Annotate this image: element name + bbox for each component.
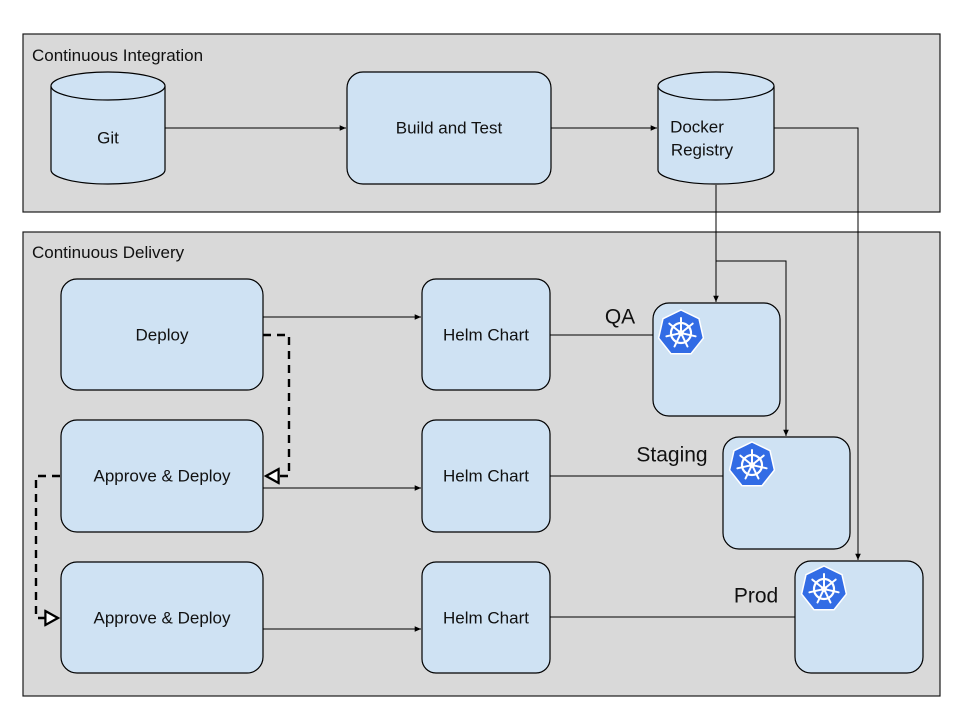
approve-deploy-label-1: Approve & Deploy bbox=[93, 466, 231, 485]
qa-label: QA bbox=[605, 306, 635, 329]
helm-chart-node-2[interactable]: Helm Chart bbox=[421, 419, 551, 533]
helm-chart-node-1[interactable]: Helm Chart bbox=[421, 278, 551, 391]
build-and-test-label: Build and Test bbox=[396, 118, 503, 137]
helm-chart-node-3[interactable]: Helm Chart bbox=[421, 561, 551, 674]
helm-chart-label-2: Helm Chart bbox=[443, 466, 529, 485]
approve-deploy-label-2: Approve & Deploy bbox=[93, 608, 231, 627]
staging-label: Staging bbox=[636, 444, 707, 467]
prod-label: Prod bbox=[734, 585, 778, 608]
qa-cluster-node[interactable] bbox=[652, 302, 781, 417]
ci-group-title: Continuous Integration bbox=[32, 46, 203, 65]
build-and-test-node[interactable]: Build and Test bbox=[346, 71, 552, 185]
deploy-label: Deploy bbox=[136, 325, 189, 344]
docker-registry-label-line2: Registry bbox=[671, 140, 734, 159]
approve-deploy-node-2[interactable]: Approve & Deploy bbox=[60, 561, 264, 674]
docker-registry-node[interactable]: Docker Registry bbox=[657, 71, 775, 185]
edge-registry-to-prod bbox=[774, 127, 861, 560]
docker-registry-label-line1: Docker bbox=[670, 117, 724, 136]
git-label: Git bbox=[97, 128, 119, 147]
staging-cluster-node[interactable] bbox=[722, 436, 851, 550]
edge-registry-to-staging bbox=[716, 260, 789, 436]
prod-cluster-node[interactable] bbox=[794, 560, 924, 674]
helm-chart-label-3: Helm Chart bbox=[443, 608, 529, 627]
cd-group-title: Continuous Delivery bbox=[32, 243, 185, 262]
helm-chart-label-1: Helm Chart bbox=[443, 325, 529, 344]
deploy-node[interactable]: Deploy bbox=[60, 278, 264, 391]
git-node[interactable]: Git bbox=[50, 71, 166, 185]
approve-deploy-node-1[interactable]: Approve & Deploy bbox=[60, 419, 264, 533]
edges bbox=[34, 125, 861, 632]
